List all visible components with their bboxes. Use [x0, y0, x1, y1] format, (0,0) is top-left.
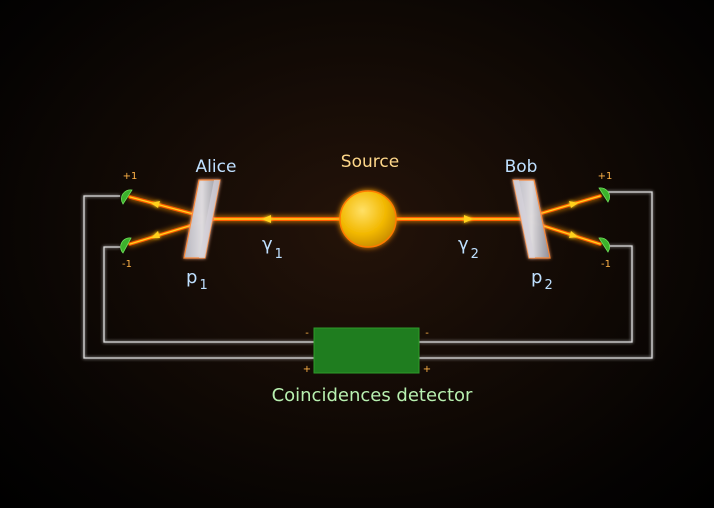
alice-label: Alice [196, 157, 237, 177]
wire-alice-minus [103, 246, 314, 343]
detector-plus-right: + [423, 364, 431, 375]
coincidence-detector-label: Coincidences detector [272, 385, 473, 406]
detector-minus-right: - [425, 328, 429, 339]
alice-polarizer [183, 179, 221, 259]
bob-polarizer [512, 179, 551, 259]
arrow-left-icon [262, 215, 271, 223]
detector-alice-plus-icon [121, 189, 133, 205]
bob-minus-label: -1 [601, 259, 611, 270]
arrow-bob-plus-icon [569, 201, 578, 208]
wire-bob-minus [419, 245, 633, 343]
detector-bob-minus-icon [598, 237, 610, 253]
detector-wires [83, 191, 653, 359]
wire-bob-plus [419, 191, 653, 359]
detector-plus-left: + [303, 364, 311, 375]
beam-arrows [151, 201, 578, 238]
wire-alice-plus [83, 195, 314, 359]
alice-detectors [120, 189, 133, 254]
detector-bob-plus-icon [598, 187, 610, 203]
alice-plus-label: +1 [123, 171, 138, 182]
alice-minus-label: -1 [122, 259, 132, 270]
arrow-alice-minus-icon [151, 231, 160, 238]
bob-label: Bob [505, 157, 538, 177]
coincidence-detector-box [313, 327, 420, 374]
arrow-bob-minus-icon [569, 231, 578, 238]
source-sphere [339, 190, 397, 248]
detector-minus-left: - [305, 328, 309, 339]
detector-alice-minus-icon [120, 237, 132, 254]
arrow-alice-plus-icon [151, 201, 160, 208]
arrow-right-icon [464, 215, 473, 223]
bob-plus-label: +1 [598, 171, 613, 182]
source-label: Source [341, 152, 399, 172]
bob-detectors [598, 187, 610, 253]
